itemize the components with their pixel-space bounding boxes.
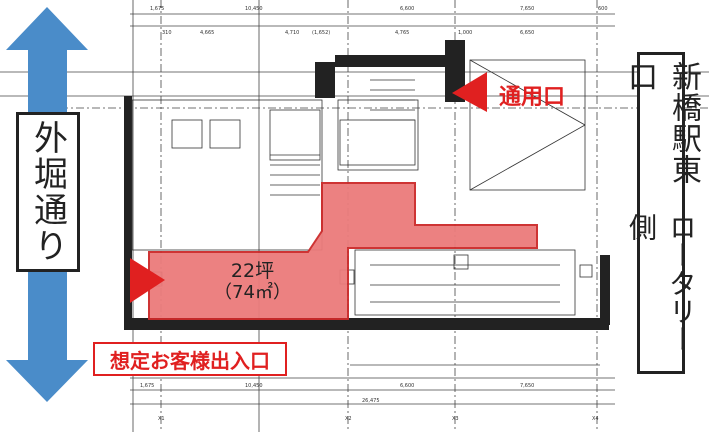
- svg-text:310: 310: [162, 30, 172, 36]
- dimension-labels: 1,675 10,450 6,600 7,650 600 310 4,665 4…: [140, 6, 608, 422]
- svg-text:10,450: 10,450: [245, 383, 263, 389]
- svg-text:1,000: 1,000: [458, 30, 472, 36]
- tenant-area-label: 22坪 （74㎡）: [205, 260, 300, 304]
- left-street-label: 外堀通り: [27, 120, 68, 264]
- svg-text:X1: X1: [158, 416, 165, 422]
- svg-text:X3: X3: [452, 416, 459, 422]
- svg-text:6,600: 6,600: [400, 6, 414, 12]
- svg-text:7,650: 7,650: [520, 6, 534, 12]
- tenant-area-sqm: （74㎡）: [214, 282, 291, 303]
- svg-text:6,650: 6,650: [520, 30, 534, 36]
- plan-rooms: [131, 59, 593, 316]
- left-street-label-box: 外堀通り: [16, 112, 80, 272]
- stairs: [270, 79, 415, 196]
- right-side-label-line1: 新橋駅東口: [622, 61, 701, 185]
- tenant-area-tsubo: 22坪: [230, 260, 275, 282]
- customer-entrance-label-box: 想定お客様出入口: [93, 342, 287, 376]
- customer-entrance-label: 想定お客様出入口: [110, 348, 270, 373]
- svg-text:(1,652): (1,652): [312, 30, 330, 36]
- svg-text:26,475: 26,475: [362, 398, 380, 404]
- svg-text:7,650: 7,650: [520, 383, 534, 389]
- svg-text:4,710: 4,710: [285, 30, 299, 36]
- svg-text:6,600: 6,600: [400, 383, 414, 389]
- triangle-left-icon: [452, 72, 487, 112]
- svg-text:X2: X2: [345, 416, 352, 422]
- triangle-right-icon: [130, 258, 165, 303]
- tenant-area: [148, 182, 538, 320]
- svg-text:1,675: 1,675: [140, 383, 154, 389]
- svg-text:4,665: 4,665: [200, 30, 214, 36]
- service-entrance-label: 通用口: [499, 85, 566, 110]
- svg-text:600: 600: [598, 6, 608, 12]
- svg-text:10,450: 10,450: [245, 6, 263, 12]
- right-side-label-box: 新橋駅東口 ロータリー側: [622, 52, 701, 374]
- plan-walls: [124, 40, 610, 330]
- svg-text:1,675: 1,675: [150, 6, 164, 12]
- right-side-label-line2: ロータリー側: [625, 212, 698, 353]
- svg-text:X4: X4: [592, 416, 599, 422]
- svg-text:4,765: 4,765: [395, 30, 409, 36]
